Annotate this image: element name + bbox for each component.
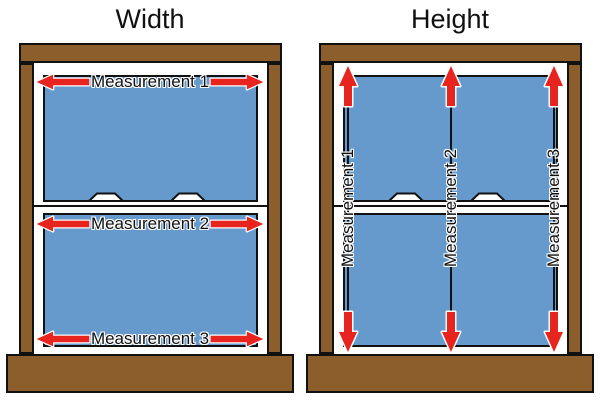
width-measurement-row-2: Measurement 2 bbox=[35, 213, 265, 235]
height-diagram-title: Height bbox=[410, 4, 490, 34]
arrow-up-icon bbox=[337, 64, 359, 108]
width-measurement-row-1: Measurement 1 bbox=[35, 71, 265, 93]
sash-lift-handle-icon bbox=[170, 192, 206, 202]
arrow-down-icon bbox=[337, 310, 359, 354]
measurement-label-vertical: Measurement 2 bbox=[441, 148, 460, 268]
measurement-label-vertical: Measurement 3 bbox=[544, 148, 563, 268]
bottom-sash-glass bbox=[43, 213, 258, 347]
window-sill bbox=[6, 354, 294, 393]
arrow-down-icon bbox=[543, 310, 565, 354]
sash-lift-handle-icon bbox=[470, 192, 506, 202]
arrow-left-icon bbox=[35, 215, 91, 233]
width-measurement-row-3: Measurement 3 bbox=[35, 328, 265, 350]
arrow-up-icon bbox=[440, 64, 462, 108]
height-measurement-line-3 bbox=[553, 76, 555, 347]
measurement-label: Measurement 3 bbox=[90, 329, 210, 348]
window-left-jamb bbox=[19, 63, 34, 354]
meeting-rail bbox=[34, 205, 267, 207]
arrow-right-icon bbox=[209, 215, 265, 233]
height-measurement-line-2 bbox=[450, 76, 452, 347]
arrow-right-icon bbox=[209, 73, 265, 91]
window-sill bbox=[306, 354, 594, 393]
measurement-label: Measurement 1 bbox=[90, 72, 210, 91]
measurement-label-vertical: Measurement 1 bbox=[338, 148, 357, 268]
top-sash-glass bbox=[43, 75, 258, 202]
arrow-left-icon bbox=[35, 73, 91, 91]
arrow-left-icon bbox=[35, 330, 91, 348]
window-left-jamb bbox=[319, 63, 334, 354]
arrow-right-icon bbox=[209, 330, 265, 348]
width-diagram-title: Width bbox=[115, 4, 185, 34]
sash-lift-handle-icon bbox=[88, 192, 124, 202]
window-head-frame bbox=[19, 43, 282, 63]
window-right-jamb bbox=[567, 63, 582, 354]
window-right-jamb bbox=[267, 63, 282, 354]
arrow-down-icon bbox=[440, 310, 462, 354]
height-measurement-line-1 bbox=[347, 76, 349, 347]
sash-lift-handle-icon bbox=[388, 192, 424, 202]
arrow-up-icon bbox=[543, 64, 565, 108]
window-head-frame bbox=[319, 43, 582, 63]
measurement-label: Measurement 2 bbox=[90, 214, 210, 233]
